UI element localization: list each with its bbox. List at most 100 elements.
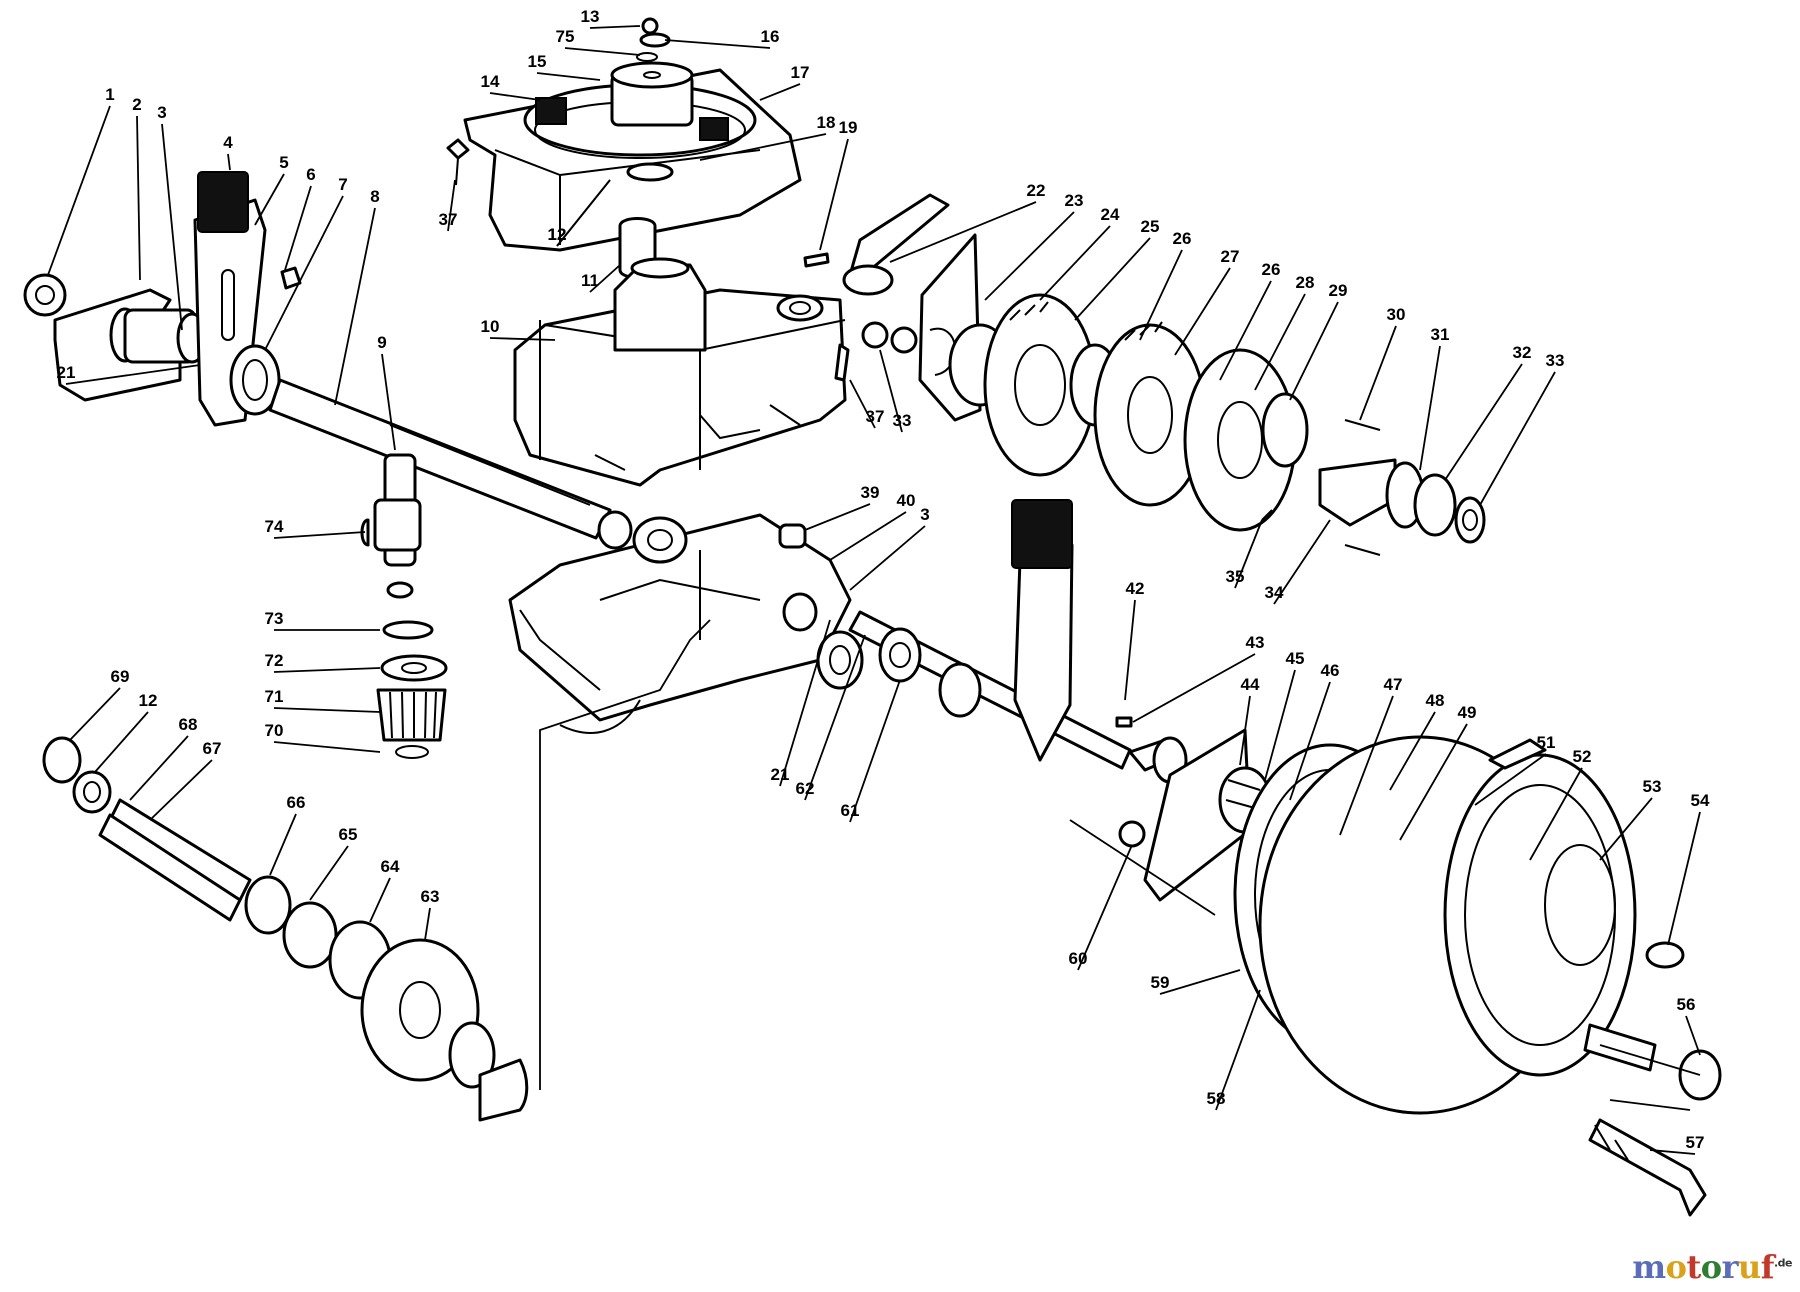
callout-leader bbox=[1474, 753, 1547, 806]
part-number-label: 68 bbox=[179, 715, 198, 734]
callout-72: 72 bbox=[265, 651, 381, 673]
part-number-label: 18 bbox=[817, 113, 836, 132]
callout-74: 74 bbox=[265, 517, 366, 539]
callout-leader bbox=[1132, 653, 1256, 723]
callout-40: 40 bbox=[829, 491, 915, 561]
callout-26: 26 bbox=[1219, 260, 1280, 381]
part-number-label: 64 bbox=[381, 857, 400, 876]
callout-21: 21 bbox=[57, 363, 201, 385]
callout-leader bbox=[273, 707, 381, 713]
callout-65: 65 bbox=[309, 825, 357, 901]
callout-leader bbox=[273, 741, 381, 753]
clutch-assembly bbox=[948, 293, 1486, 556]
part-number-label: 32 bbox=[1513, 343, 1532, 362]
part-number-label: 15 bbox=[528, 52, 547, 71]
callout-57: 57 bbox=[1649, 1133, 1704, 1155]
callout-52: 52 bbox=[1529, 747, 1591, 861]
pinion-shaft bbox=[360, 453, 448, 759]
part-number-label: 3 bbox=[920, 505, 929, 524]
callout-leader bbox=[536, 72, 601, 81]
callout-leader bbox=[309, 845, 349, 901]
callout-62: 62 bbox=[796, 634, 866, 801]
callout-11: 11 bbox=[581, 264, 621, 293]
part-number-label: 59 bbox=[1151, 973, 1170, 992]
callout-leader bbox=[984, 211, 1075, 301]
callout-4: 4 bbox=[223, 133, 233, 171]
callout-6: 6 bbox=[284, 165, 316, 271]
part-number-label: 71 bbox=[265, 687, 284, 706]
part-number-label: 39 bbox=[861, 483, 880, 502]
part-number-label: 21 bbox=[57, 363, 76, 382]
part-number-label: 13 bbox=[581, 7, 600, 26]
part-number-label: 67 bbox=[203, 739, 222, 758]
callout-leader bbox=[129, 735, 189, 801]
callout-69: 69 bbox=[69, 667, 129, 741]
part-number-label: 73 bbox=[265, 609, 284, 628]
part-number-label: 75 bbox=[556, 27, 575, 46]
part-number-label: 62 bbox=[796, 779, 815, 798]
callout-12: 12 bbox=[548, 179, 611, 247]
part-number-label: 49 bbox=[1458, 703, 1477, 722]
callout-51: 51 bbox=[1474, 733, 1555, 806]
part-number-label: 61 bbox=[841, 801, 860, 820]
callout-leader bbox=[1254, 293, 1306, 391]
callout-leader bbox=[1685, 1015, 1701, 1056]
part-number-label: 72 bbox=[265, 651, 284, 670]
callout-leader bbox=[804, 634, 866, 801]
callout-22: 22 bbox=[889, 181, 1045, 263]
callout-leader bbox=[334, 207, 376, 406]
callout-5: 5 bbox=[254, 153, 289, 226]
callout-leader bbox=[273, 531, 366, 539]
callout-64: 64 bbox=[369, 857, 400, 923]
callout-leader bbox=[1234, 519, 1263, 589]
watermark-logo: motoruf.de bbox=[1632, 1248, 1792, 1286]
callout-leader bbox=[1077, 844, 1133, 971]
part-number-label: 44 bbox=[1241, 675, 1260, 694]
part-number-label: 28 bbox=[1296, 273, 1315, 292]
callout-leader bbox=[1419, 345, 1441, 471]
watermark-letter: f bbox=[1760, 1248, 1775, 1286]
callout-leader bbox=[1359, 325, 1397, 421]
wheel-assembly bbox=[1233, 735, 1722, 1217]
callout-leader bbox=[1159, 969, 1241, 995]
callout-leader bbox=[1039, 225, 1111, 301]
callout-leader bbox=[1289, 301, 1339, 401]
callout-leader bbox=[369, 877, 391, 923]
part-number-label: 42 bbox=[1126, 579, 1145, 598]
callout-leader bbox=[94, 711, 149, 773]
callout-21: 21 bbox=[771, 619, 831, 787]
callout-27: 27 bbox=[1174, 247, 1240, 356]
part-number-label: 27 bbox=[1221, 247, 1240, 266]
callout-63: 63 bbox=[421, 887, 439, 941]
callout-leader bbox=[564, 47, 641, 56]
callout-39: 39 bbox=[804, 483, 880, 531]
callout-33: 33 bbox=[1479, 351, 1564, 506]
callout-14: 14 bbox=[481, 72, 541, 101]
callout-47: 47 bbox=[1339, 675, 1402, 836]
callout-25: 25 bbox=[1074, 217, 1159, 321]
callout-45: 45 bbox=[1264, 649, 1304, 781]
watermark-letter: r bbox=[1721, 1248, 1739, 1286]
part-number-label: 33 bbox=[893, 411, 912, 430]
callout-53: 53 bbox=[1599, 777, 1661, 861]
callout-leader bbox=[1219, 280, 1272, 381]
callout-58: 58 bbox=[1207, 989, 1261, 1111]
callout-3: 3 bbox=[849, 505, 930, 591]
callout-leader bbox=[69, 687, 121, 741]
callout-leader bbox=[1124, 599, 1136, 701]
callout-9: 9 bbox=[377, 333, 396, 451]
part-number-label: 37 bbox=[439, 210, 458, 229]
callout-18: 18 bbox=[699, 113, 836, 161]
callout-leader bbox=[447, 179, 456, 232]
callout-2: 2 bbox=[132, 95, 142, 281]
callout-leader bbox=[779, 619, 831, 787]
callout-leader bbox=[424, 907, 431, 941]
callout-61: 61 bbox=[841, 679, 901, 823]
part-number-label: 10 bbox=[481, 317, 500, 336]
part-number-label: 34 bbox=[1265, 583, 1284, 602]
callout-leader bbox=[849, 379, 876, 429]
callout-leader bbox=[47, 105, 111, 276]
callout-12: 12 bbox=[94, 691, 157, 773]
callout-leader bbox=[489, 337, 556, 341]
